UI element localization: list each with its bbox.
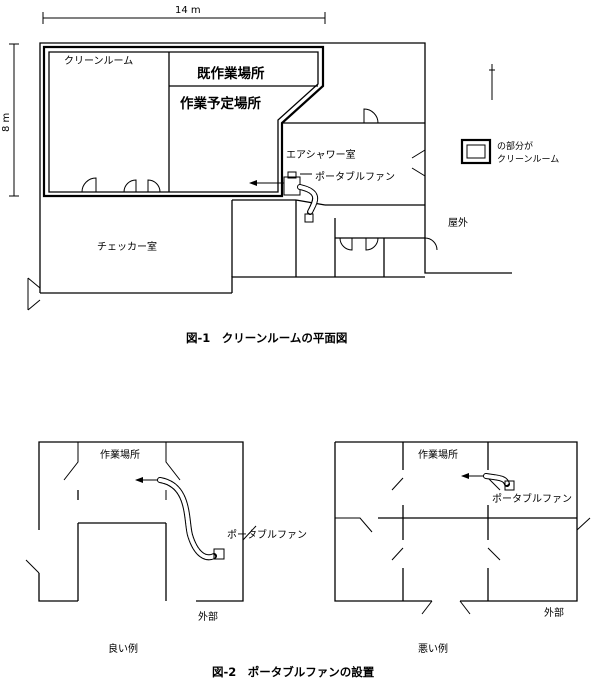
fig1-portable-fan: [249, 171, 319, 223]
good-outside-label: 外部: [198, 610, 218, 623]
width-dimension: 14 m: [42, 5, 326, 24]
height-dimension: 8 m: [1, 43, 19, 197]
planned-work-area-label: 作業予定場所: [180, 95, 261, 112]
width-dimension-label: 14 m: [175, 5, 201, 16]
good-fan-label: ポータブルファン: [227, 528, 307, 541]
fig1-portable-fan-label: ポータブルファン: [315, 170, 395, 183]
good-portable-fan: [135, 477, 225, 561]
height-dimension-label: 8 m: [1, 113, 12, 132]
clean-room-boundary: [42, 45, 325, 198]
good-work-area-label: 作業場所: [100, 448, 140, 461]
clean-room-label: クリーンルーム: [64, 55, 133, 67]
bad-example-label: 悪い例: [418, 642, 448, 655]
figure2-caption: 図-2 ポータブルファンの設置: [212, 665, 375, 679]
clean-room-doors: [81, 177, 161, 193]
legend-line1: の部分が: [497, 140, 533, 152]
air-shower-room-label: エアシャワー室: [286, 148, 356, 161]
bad-portable-fan: [461, 473, 515, 491]
legend-line2: クリーンルーム: [497, 154, 559, 165]
figure2-bad-example: 作業場所 ポータブルファン 外部 悪い例: [334, 441, 591, 655]
bad-outside-label: 外部: [544, 606, 564, 619]
figure2-good-example: 作業場所 ポータブルファン 外部 良い例: [25, 441, 307, 655]
good-example-label: 良い例: [108, 642, 138, 655]
checker-room-door: [27, 277, 41, 311]
clean-room-legend: の部分が クリーンルーム: [460, 138, 559, 165]
right-rooms: [231, 108, 438, 277]
building-outline: [39, 42, 512, 294]
bad-work-area-label: 作業場所: [418, 448, 458, 461]
figure1-floor-plan: 14 m 8 m: [1, 5, 559, 345]
existing-work-area-label: 既作業場所: [197, 65, 265, 82]
bad-fan-label: ポータブルファン: [492, 492, 572, 505]
north-arrow-icon: [489, 64, 495, 100]
checker-room-label: チェッカー室: [97, 240, 157, 253]
figure1-caption: 図-1 クリーンルームの平面図: [186, 331, 347, 345]
outdoor-label: 屋外: [448, 217, 468, 229]
